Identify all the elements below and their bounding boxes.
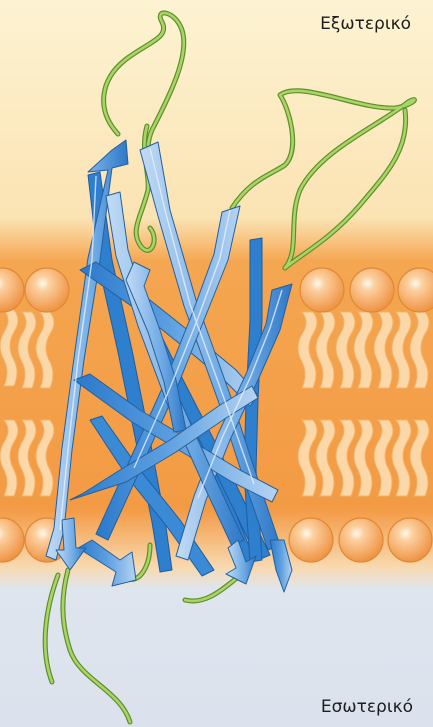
interior-label: Εσωτερικό [321,697,413,717]
exterior-label: Εξωτερικό [320,14,411,34]
